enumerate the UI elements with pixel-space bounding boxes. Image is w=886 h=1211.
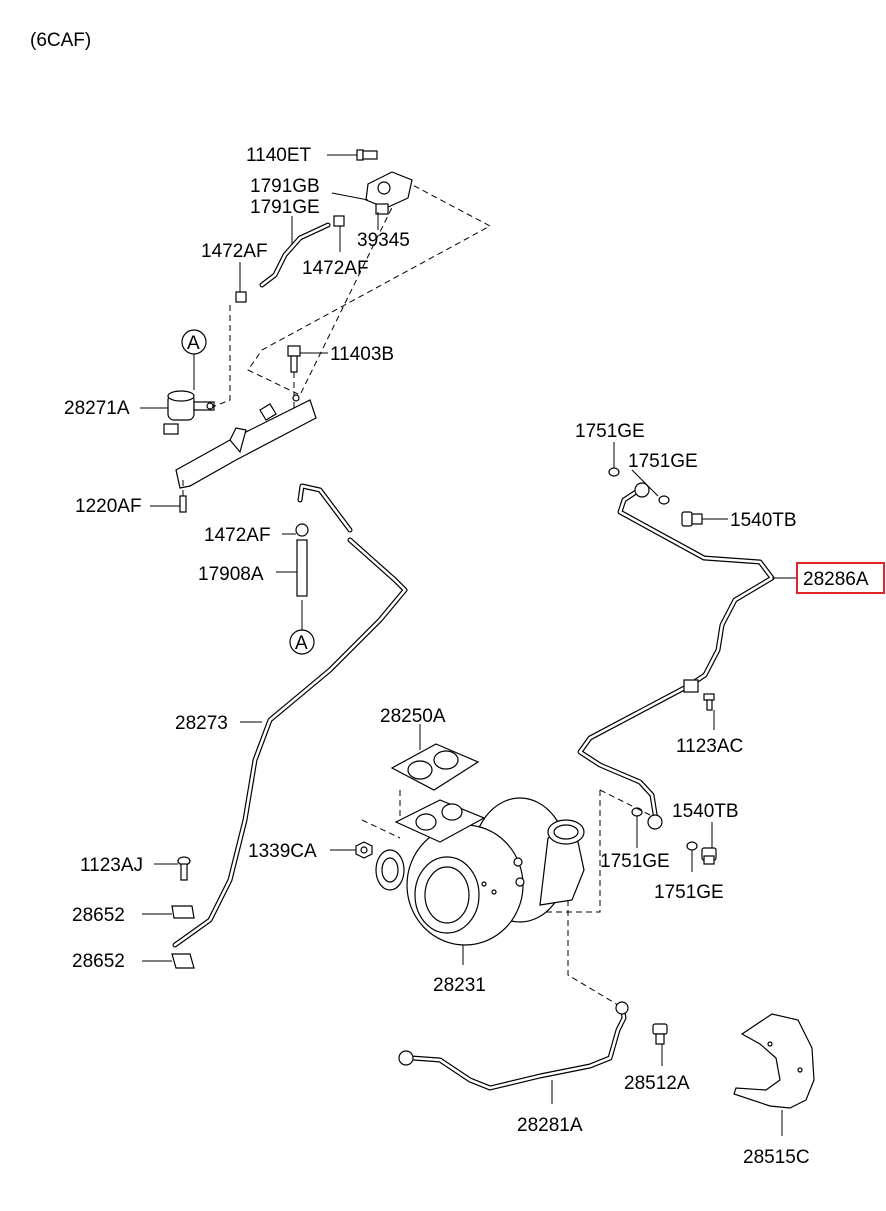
bolt-1123ac[interactable] [703,693,715,711]
gasket-1751ge-d[interactable] [686,841,698,851]
gasket-1751ge-b[interactable] [658,495,670,505]
bracket-mount[interactable] [175,394,317,489]
clamp-1472af-c[interactable] [295,523,309,537]
label-28273[interactable]: 28273 [175,713,228,734]
label-28271a[interactable]: 28271A [64,398,130,419]
clip-28652-b[interactable] [171,953,195,969]
label-1140et[interactable]: 1140ET [246,145,312,166]
gasket-28250a[interactable] [390,743,480,791]
highlight-box-28286a [796,562,885,594]
pipe-28286a[interactable] [577,485,775,823]
label-28652-a[interactable]: 28652 [72,905,125,926]
bolt-1220af[interactable] [179,495,187,513]
label-1751ge-d[interactable]: 1751GE [654,882,724,903]
heat-shield-28515c[interactable] [733,1013,815,1109]
valve-39345[interactable] [365,171,413,215]
reference-line-nut [361,819,401,839]
label-28515c[interactable]: 28515C [743,1147,810,1168]
turbocharger-28231[interactable] [375,797,585,946]
reference-outline-upper [247,180,492,396]
label-1123aj[interactable]: 1123AJ [80,855,143,876]
label-28281a[interactable]: 28281A [517,1115,583,1136]
label-1540tb-b[interactable]: 1540TB [672,801,739,822]
label-1751ge-a[interactable]: 1751GE [575,421,645,442]
bolt-1540tb-a[interactable] [681,511,703,527]
label-28231[interactable]: 28231 [433,975,486,996]
label-17908a[interactable]: 17908A [198,564,264,585]
label-1791gb[interactable]: 1791GB [250,176,320,197]
label-28652-b[interactable]: 28652 [72,951,125,972]
callout-a-top: A [187,333,200,354]
label-39345[interactable]: 39345 [357,230,410,251]
label-1123ac[interactable]: 1123AC [676,736,743,757]
engine-code: (6CAF) [30,30,91,51]
label-1751ge-b[interactable]: 1751GE [628,451,698,472]
label-1540tb-a[interactable]: 1540TB [730,510,797,531]
label-28512a[interactable]: 28512A [624,1073,690,1094]
label-1751ge-c[interactable]: 1751GE [600,851,670,872]
reference-line-turbo-right [540,789,651,913]
bolt-1540tb-b[interactable] [701,847,717,865]
pipe-28281a[interactable] [409,1003,627,1091]
reference-line-drain [567,830,619,1006]
nut-1339ca[interactable] [355,841,373,859]
label-1472af-c[interactable]: 1472AF [204,525,271,546]
label-28286a[interactable]: 28286A [803,569,869,590]
label-1472af-a[interactable]: 1472AF [201,241,268,262]
label-28250a[interactable]: 28250A [380,706,446,727]
hose-17908a[interactable] [296,539,308,597]
solenoid-28271a[interactable] [163,390,215,435]
label-1791ge[interactable]: 1791GE [250,197,320,218]
bolt-11403b[interactable] [287,345,301,373]
reference-line-hose [204,305,231,411]
label-1220af[interactable]: 1220AF [75,496,142,517]
callout-a-bottom-circle [289,629,315,655]
label-11403b[interactable]: 11403B [330,344,394,365]
bolt-1140et[interactable] [356,149,378,161]
label-1339ca[interactable]: 1339CA [248,841,317,862]
clamp-1472af-b[interactable] [333,215,345,227]
clamp-1472af-a[interactable] [235,291,247,303]
label-1472af-b[interactable]: 1472AF [302,258,369,279]
clip-28652-a[interactable] [171,905,195,919]
callout-a-bottom: A [295,633,308,654]
bolt-28512a[interactable] [652,1023,668,1045]
gasket-1751ge-c[interactable] [631,807,643,817]
gasket-1751ge-a[interactable] [608,467,620,477]
bolt-1123aj[interactable] [177,856,191,881]
